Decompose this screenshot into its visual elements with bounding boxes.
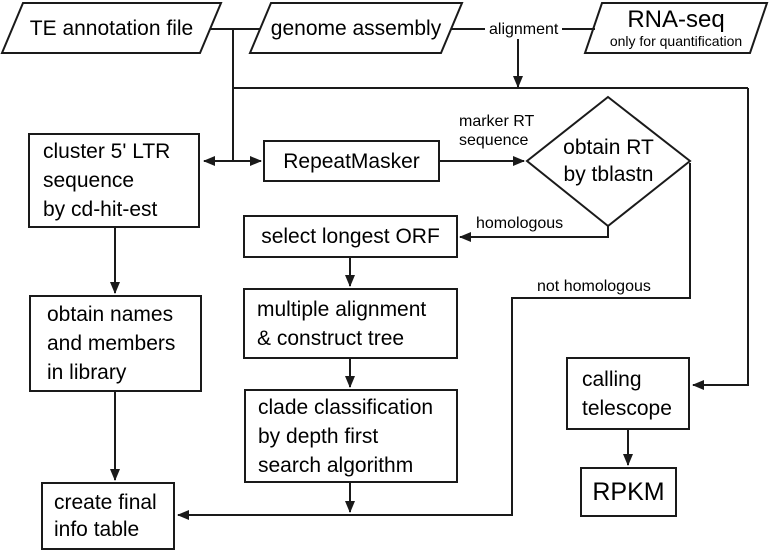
edge-label-line: sequence: [459, 132, 529, 149]
node-select-longest-orf: select longest ORF: [243, 215, 458, 258]
node-line: by depth first: [258, 424, 379, 448]
genome-assembly-shape: [248, 1, 464, 54]
node-line: clade classification: [258, 395, 434, 419]
node-title: RNA-seq: [627, 6, 725, 33]
node-label: genome assembly: [270, 16, 442, 40]
node-obtain-names: obtain names and members in library: [29, 295, 202, 392]
edge-label-marker-rt: marker RT sequence: [459, 112, 534, 150]
node-calling-telescope: calling telescope: [566, 357, 690, 430]
node-line: create final: [54, 491, 157, 514]
node-line: search algorithm: [258, 453, 414, 477]
te-annotation-file-shape: [0, 1, 223, 54]
node-repeatmasker: RepeatMasker: [263, 140, 440, 182]
edge-homologous: [459, 226, 609, 242]
node-line: calling: [582, 367, 642, 391]
edge-label-alignment: alignment: [485, 20, 563, 39]
node-label: RPKM: [592, 477, 665, 506]
node-line: multiple alignment: [257, 297, 427, 321]
edge-label-not-homologous: not homologous: [537, 278, 651, 295]
node-label: TE annotation file: [29, 16, 194, 40]
node-obtain-rt: obtain RT by tblastn: [527, 131, 690, 191]
rna-seq-shape: [583, 1, 769, 54]
node-line: in library: [47, 361, 127, 384]
node-line: and members: [47, 332, 176, 355]
node-te-annotation-file: TE annotation file: [2, 5, 221, 51]
node-line: obtain RT: [563, 136, 654, 159]
node-line: telescope: [582, 396, 672, 420]
node-line: sequence: [43, 169, 135, 192]
node-line: info table: [54, 518, 140, 541]
node-create-final-info: create final info table: [41, 482, 175, 550]
node-line: cluster 5' LTR: [43, 140, 171, 163]
node-label: select longest ORF: [261, 225, 440, 248]
node-line: obtain names: [47, 303, 174, 326]
node-rpkm: RPKM: [580, 467, 677, 517]
node-subtitle: only for quantification: [609, 33, 743, 49]
node-clade-classification: clade classification by depth first sear…: [244, 389, 458, 483]
node-cluster-ltr: cluster 5' LTR sequence by cd-hit-est: [28, 133, 200, 228]
edge-label-line: marker RT: [459, 113, 535, 130]
node-genome-assembly: genome assembly: [250, 5, 462, 51]
node-line: by tblastn: [563, 163, 654, 186]
node-line: & construct tree: [257, 326, 405, 350]
node-multiple-alignment: multiple alignment & construct tree: [243, 288, 458, 359]
edge-label-homologous: homologous: [476, 215, 564, 232]
node-rna-seq: RNA-seq only for quantification: [585, 4, 767, 52]
edge-bus-to-telescope: [692, 88, 749, 390]
edge-not-homologous: [177, 163, 691, 520]
node-line: by cd-hit-est: [43, 198, 158, 221]
node-label: RepeatMasker: [283, 149, 420, 173]
